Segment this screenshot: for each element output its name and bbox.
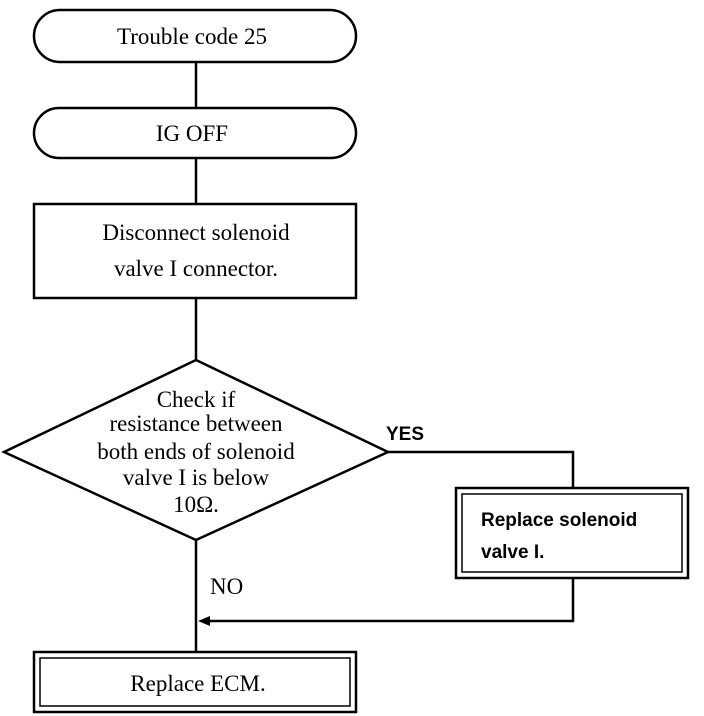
replace-solenoid-inner-border [461,493,683,573]
connector-yes-branch [388,450,575,488]
disconnect-step-line2: valve I connector. [114,256,278,281]
ig-off-label: IG OFF [156,121,228,146]
check-decision: Check if resistance between both ends of… [1,358,391,542]
disconnect-step: Disconnect solenoid valve I connector. [32,202,358,300]
check-decision-line1: Check if [157,387,236,412]
arrowhead-return [198,616,210,626]
check-decision-line2: resistance between [109,411,283,436]
ig-off-shape [32,106,358,160]
no-label: NO [210,574,243,599]
start-terminal-label: Trouble code 25 [117,24,267,49]
replace-solenoid-outer-border [454,486,690,580]
replace-ecm-label: Replace ECM. [130,671,265,696]
replace-ecm-outer-border [32,650,358,714]
replace-ecm-inner-border [39,657,351,707]
check-decision-line3: both ends of solenoid [97,439,295,464]
yes-label: YES [386,424,424,445]
connectors [194,62,575,652]
disconnect-step-box [32,202,358,300]
disconnect-step-line1: Disconnect solenoid [102,220,290,245]
replace-solenoid-step: Replace solenoid valve I. [454,486,690,580]
replace-solenoid-line1: Replace solenoid [481,510,637,531]
start-terminal-shape [32,8,358,64]
start-terminal: Trouble code 25 [32,8,358,64]
ig-off-terminal: IG OFF [32,106,358,160]
replace-solenoid-line2: valve I. [481,542,544,563]
connector-solenoid-return [206,578,575,623]
check-decision-diamond [1,358,391,542]
check-decision-line4: valve I is below [123,465,270,490]
check-decision-line5: 10Ω. [173,492,219,517]
replace-ecm-step: Replace ECM. [32,650,358,714]
